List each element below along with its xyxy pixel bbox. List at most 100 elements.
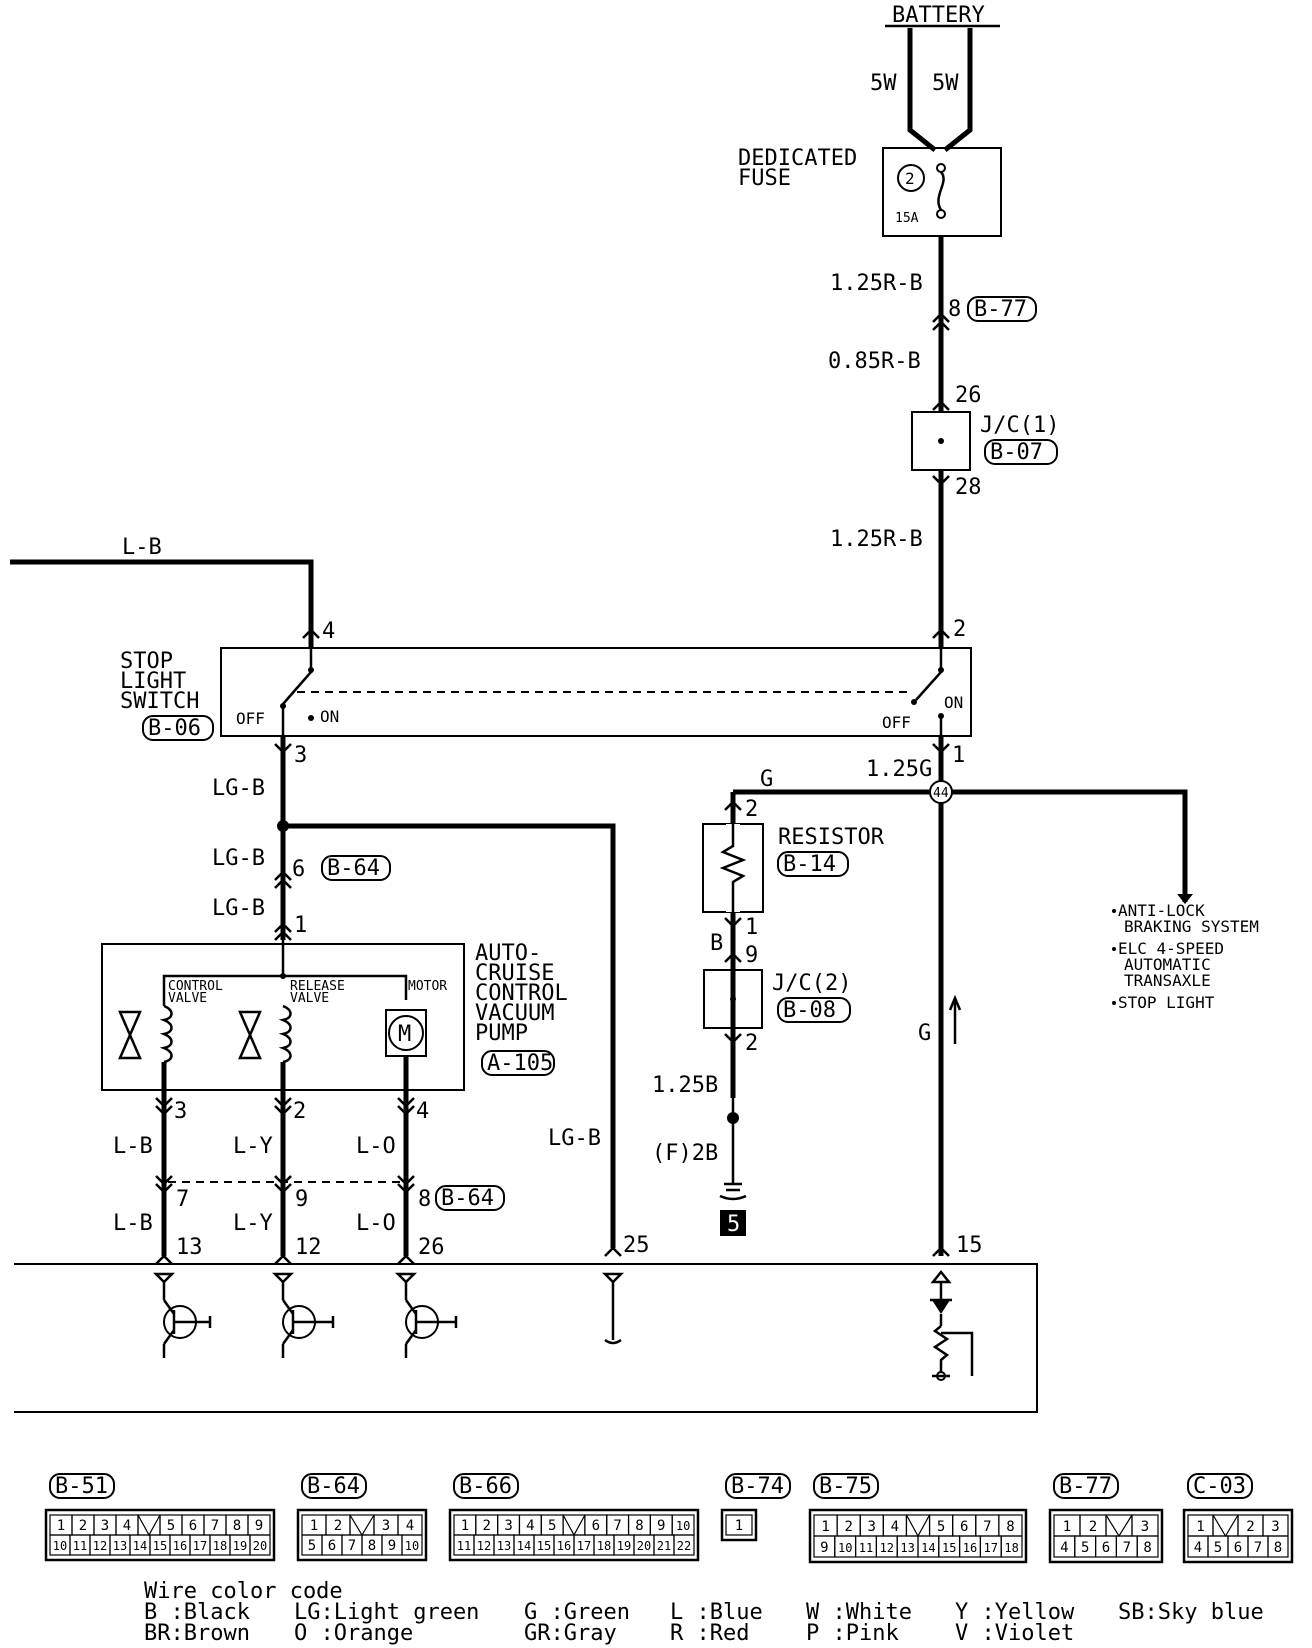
connector-pin-number: 14 <box>921 1541 935 1555</box>
connector-pin-number: 12 <box>477 1539 491 1553</box>
ecu-pin-26: 26 <box>418 1235 445 1260</box>
connector-pin-number: 16 <box>557 1539 571 1553</box>
control-valve-label-2: VALVE <box>168 991 207 1006</box>
transistor-icon-2 <box>271 1272 335 1358</box>
connector-pin-number: 7 <box>613 1518 621 1534</box>
connector-pin-number: 8 <box>368 1538 376 1554</box>
jc1-connector-badge <box>984 439 1058 465</box>
connector-pin-number: 8 <box>233 1518 241 1534</box>
connector-name: B-74 <box>731 1474 784 1499</box>
ecu-pin-12: 12 <box>295 1235 322 1260</box>
connector-pin-number: 6 <box>592 1518 600 1534</box>
to-item-4: AUTOMATIC <box>1124 955 1211 974</box>
connector-key <box>562 1514 586 1537</box>
connector-pin-number: 9 <box>388 1538 396 1554</box>
fuse-element <box>937 171 945 211</box>
connector-cavity <box>725 1514 753 1536</box>
wire-l-b-left: L-B <box>122 535 162 560</box>
release-valve-coil <box>278 1004 292 1064</box>
resistor-connector-badge <box>777 851 849 877</box>
fuse-label-line1: DEDICATED <box>738 146 857 171</box>
b64-pin-8: 8 <box>418 1187 431 1212</box>
connector-pin-number: 6 <box>1102 1540 1110 1556</box>
legend-v: V :Violet <box>955 1621 1074 1646</box>
connector-pin-number: 2 <box>1089 1519 1097 1535</box>
connector-pin-number: 11 <box>73 1539 87 1553</box>
legend-l: L :Blue <box>670 1600 763 1625</box>
connector-pin-number: 18 <box>597 1539 611 1553</box>
connector-pin-number: 6 <box>328 1538 336 1554</box>
connector-name: C-03 <box>1193 1474 1246 1499</box>
connector-pin-number: 17 <box>577 1539 591 1553</box>
connector-pin-number: 21 <box>657 1539 671 1553</box>
wire-1-25b: 1.25B <box>652 1073 718 1098</box>
connector-pin-number: 7 <box>1254 1540 1262 1556</box>
to-item-1: ANTI-LOCK <box>1118 901 1205 920</box>
connector-pin-number: 12 <box>880 1541 894 1555</box>
wire-1-25g: 1.25G <box>866 757 932 782</box>
ground-icon <box>719 1182 747 1201</box>
jc1-label: J/C(1) <box>980 413 1059 438</box>
connector-pin-number: 7 <box>983 1519 991 1535</box>
connector-pin-number: 11 <box>457 1539 471 1553</box>
connector-cavity <box>673 1534 695 1556</box>
connector-pin-number: 4 <box>891 1519 899 1535</box>
pump-label-line2: CRUISE <box>475 961 554 986</box>
connector-pin-number: 18 <box>1004 1541 1018 1555</box>
to-item-3: ELC 4-SPEED <box>1118 939 1224 958</box>
connector-name: B-66 <box>459 1474 512 1499</box>
wire-1-25r-b-top: 1.25R-B <box>830 271 923 296</box>
connector-pin-number: 7 <box>348 1538 356 1554</box>
wire-5w-left: 5W <box>870 71 897 96</box>
connector-pin-number: 6 <box>960 1519 968 1535</box>
connector-pin-number: 20 <box>637 1539 651 1553</box>
connector-pin-number: 1 <box>57 1518 65 1534</box>
connector-pin-number: 13 <box>113 1539 127 1553</box>
jc1-connector: B-07 <box>990 440 1043 465</box>
wire-lg-b-2: LG-B <box>212 846 265 871</box>
pump-label-line1: AUTO- <box>475 941 541 966</box>
connector-pin-number: 9 <box>255 1518 263 1534</box>
connector-name: B-77 <box>1059 1474 1112 1499</box>
connector-housing <box>720 1508 758 1542</box>
connector-pin-number: 5 <box>937 1519 945 1535</box>
release-valve-symbol <box>238 1010 262 1060</box>
connector-badge <box>1187 1473 1253 1499</box>
connector-pin-number: 5 <box>1214 1540 1222 1556</box>
fuse-terminal-top <box>936 163 946 173</box>
ecu-pin-15: 15 <box>956 1233 983 1258</box>
b64-pin-9: 9 <box>295 1187 308 1212</box>
connector-housing <box>296 1508 428 1562</box>
legend-p: P :Pink <box>806 1621 899 1646</box>
connector-pin-number: 3 <box>101 1518 109 1534</box>
connector-pin-number: 16 <box>173 1539 187 1553</box>
fuse-number-circle <box>897 164 925 192</box>
connector-pin-number: 3 <box>504 1518 512 1534</box>
ssw-label-line3: SWITCH <box>120 689 199 714</box>
connector-pin-number: 5 <box>1081 1540 1089 1556</box>
connector-pin-number: 4 <box>123 1518 131 1534</box>
connector-pin-number: 17 <box>984 1541 998 1555</box>
fuse-number: 2 <box>905 169 915 188</box>
connector-pin-number: 18 <box>213 1539 227 1553</box>
stop-light-switch-box <box>220 647 972 737</box>
connector-housing <box>1048 1508 1164 1564</box>
splice-44-label: 44 <box>933 786 949 801</box>
connector-pin-number: 1 <box>735 1518 743 1534</box>
legend-b: B :Black <box>144 1600 250 1625</box>
connector-cavity <box>349 1514 375 1536</box>
connector-cavity <box>562 1514 586 1536</box>
connector-pin-number: 14 <box>517 1539 531 1553</box>
connector-pin-number: 1 <box>310 1518 318 1534</box>
connector-key <box>905 1514 931 1538</box>
legend-y: Y :Yellow <box>955 1600 1075 1625</box>
wire-g-down: G <box>918 1021 931 1046</box>
resistor-symbol <box>719 824 747 912</box>
connector-pin-number: 1 <box>1063 1519 1071 1535</box>
wire-l-b-lower: L-B <box>113 1211 153 1236</box>
pump-label-line4: VACUUM <box>475 1001 554 1026</box>
connector-pin-number: 1 <box>1196 1519 1204 1535</box>
legend-title: Wire color code <box>144 1579 343 1604</box>
